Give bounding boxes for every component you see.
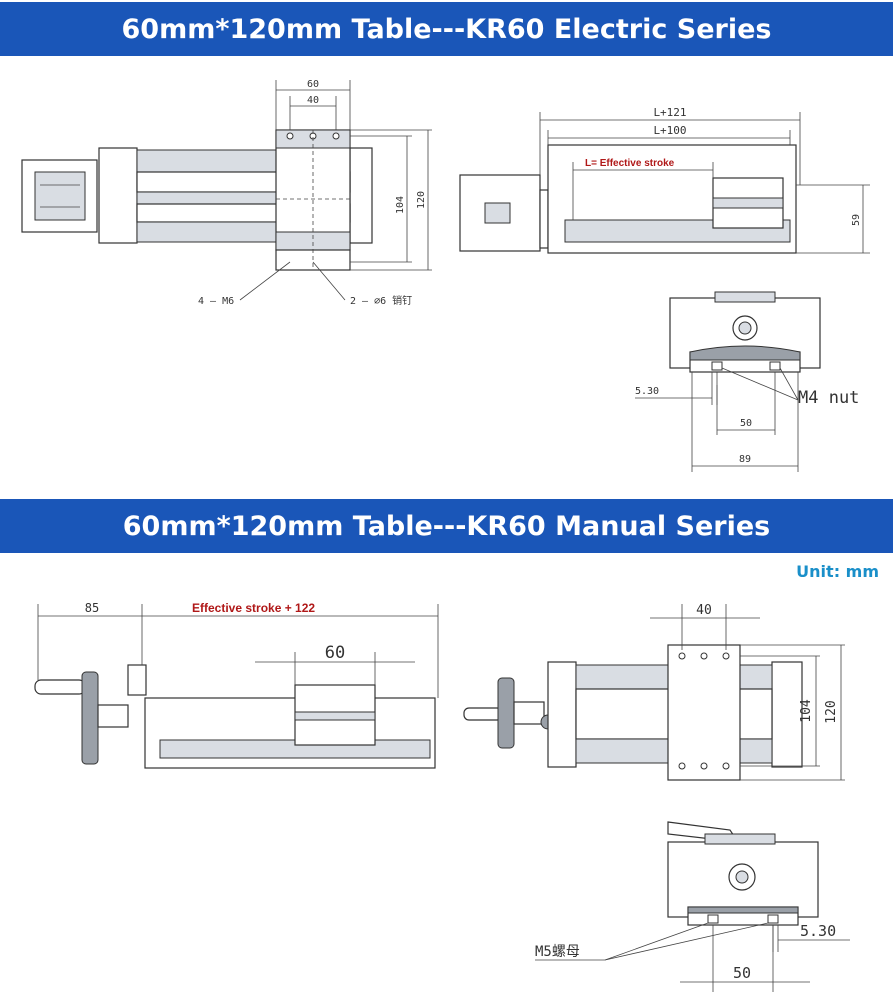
manual-end-cap [704, 833, 776, 845]
dim-120: 120 [416, 191, 427, 209]
top-end-block-left [547, 661, 577, 768]
top-dim-120: 120 [824, 700, 839, 723]
manual-screw-center [735, 870, 749, 884]
dim-89: 89 [739, 454, 751, 465]
top-mount-hole [700, 652, 708, 660]
top-hub [513, 701, 545, 725]
t-slot [711, 361, 723, 371]
dim-60: 60 [325, 643, 345, 663]
manual-series-title: 60mm*120mm Table---KR60 Manual Series [122, 510, 771, 542]
top-dim-40: 40 [696, 603, 712, 618]
top-mount-hole [678, 652, 686, 660]
dim-60: 60 [307, 79, 319, 90]
top-crank-handle [463, 707, 503, 721]
far-end-block [349, 147, 373, 244]
base-hatch [689, 345, 801, 361]
handwheel [81, 671, 99, 765]
t-slot [769, 361, 781, 371]
unit-label: Unit: mm [796, 562, 879, 581]
mount-hole [332, 132, 340, 140]
slide-table-bottom-edge [275, 231, 351, 251]
lock-lever [127, 664, 147, 696]
motor-face [34, 171, 86, 221]
manual-t-slot [767, 914, 779, 924]
top-mount-hole [678, 762, 686, 770]
manual-slide-band [294, 711, 376, 721]
crank-handle [34, 679, 86, 695]
top-mount-hole [700, 762, 708, 770]
manual-top-view: 40 104 120 [463, 603, 845, 781]
label-pin: 2 — ⌀6 销钉 [350, 294, 412, 307]
electric-side-view: L+121 L+100 L= Effective stroke 59 [459, 106, 870, 254]
manual-dim-50: 50 [733, 964, 751, 982]
top-mount-hole [722, 652, 730, 660]
dim-50: 50 [740, 418, 752, 429]
top-mount-hole [722, 762, 730, 770]
top-end-block-right [771, 661, 803, 768]
dim-40: 40 [307, 95, 319, 106]
manual-base-hatch [687, 906, 799, 914]
dim-104: 104 [395, 196, 406, 214]
dim-l100: L+100 [653, 124, 686, 137]
top-dim-104: 104 [799, 699, 814, 723]
electric-series-banner: 60mm*120mm Table---KR60 Electric Series [0, 2, 893, 56]
coupling [484, 202, 511, 224]
stroke-label: L= Effective stroke [585, 158, 675, 169]
motor-end-block [98, 147, 138, 244]
electric-series-title: 60mm*120mm Table---KR60 Electric Series [121, 13, 772, 45]
hub [97, 704, 129, 728]
dim-l121: L+121 [653, 106, 686, 119]
lead-screw-center [738, 321, 752, 335]
dim-530: 5.30 [635, 386, 659, 397]
dim-85: 85 [85, 601, 99, 615]
manual-t-slot [707, 914, 719, 924]
m4-nut-label: M4 nut [798, 388, 859, 408]
manual-dim-530: 5.30 [800, 922, 836, 940]
electric-end-view: 5.30 50 89 M4 nut [635, 291, 859, 472]
manual-stroke-label: Effective stroke + 122 [192, 601, 315, 615]
manual-end-view: 50 5.30 M5螺母 [535, 821, 850, 992]
label-m6: 4 — M6 [198, 296, 234, 307]
mount-hole [286, 132, 294, 140]
slide-band [712, 197, 784, 209]
manual-series-banner: 60mm*120mm Table---KR60 Manual Series [0, 499, 893, 553]
electric-top-view: 60 40 104 120 4 — M6 2 — ⌀6 销钉 [21, 79, 432, 307]
top-cap [714, 291, 776, 303]
m5-nut-label: M5螺母 [535, 944, 580, 960]
dim-59: 59 [851, 214, 862, 226]
motor-plate [539, 189, 549, 249]
top-slide-table [667, 644, 741, 781]
manual-side-view: 85 Effective stroke + 122 60 [34, 601, 439, 769]
top-handwheel [497, 677, 515, 749]
